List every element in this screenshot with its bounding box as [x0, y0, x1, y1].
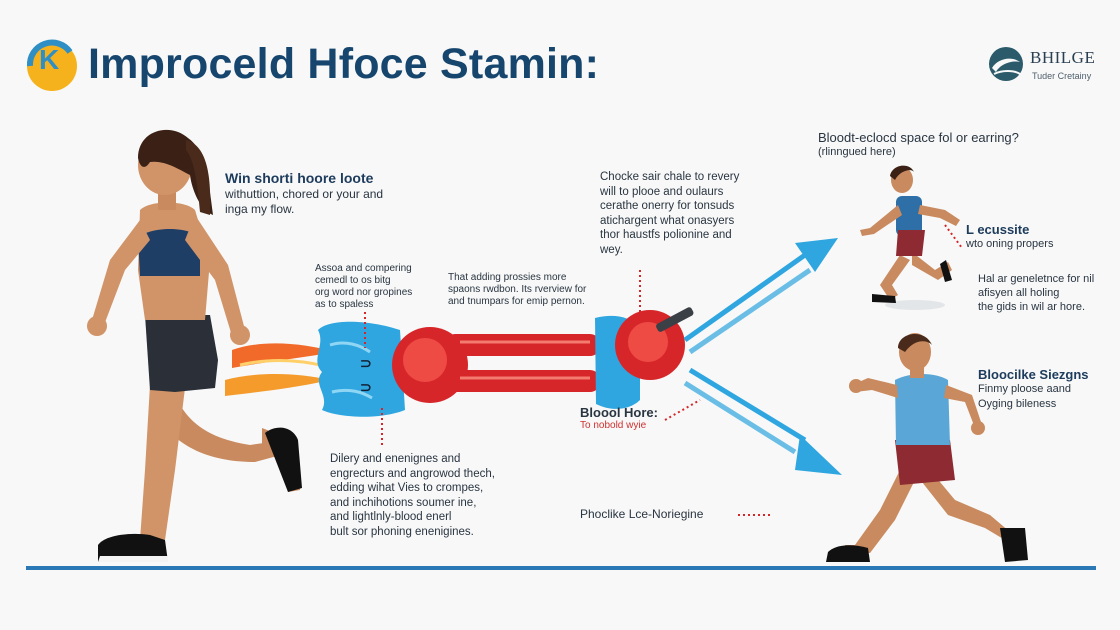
- runner-small-illustration: [860, 165, 960, 310]
- brand-emblem-icon: [989, 47, 1023, 81]
- annotation-line: inga my flow.: [225, 202, 295, 216]
- annotation-line: Assoa and compering: [315, 263, 412, 274]
- annotation-line: withuttion, chored or your and: [225, 187, 384, 201]
- annotation-line: Oyging bileness: [978, 398, 1057, 410]
- annotation-bottom-left: Dilery and enenignes and engrecturs and …: [330, 452, 495, 539]
- airflow-flames: [225, 343, 335, 396]
- runner-woman-illustration: [87, 129, 302, 562]
- annotation-line: atichargent what onasyers: [600, 214, 735, 227]
- annotation-line: org word nor gropines: [315, 287, 413, 298]
- brand-name: BHILGE: [1030, 48, 1096, 67]
- annotation-line: wto oning propers: [966, 238, 1054, 250]
- annotation-line: and inchihotions soumer ine,: [330, 496, 477, 509]
- annotation-line: the gids in wil ar hore.: [978, 301, 1085, 313]
- annotation-right-1: L ecussite wto oning propers: [966, 222, 1053, 252]
- svg-text:⊃: ⊃: [360, 379, 372, 395]
- annotation-line: That adding prossies more: [448, 272, 567, 283]
- leader-lines: [364, 224, 963, 516]
- brand-subtitle: Tuder Cretainy: [1032, 71, 1092, 81]
- svg-text:⊃: ⊃: [360, 355, 372, 371]
- annotation-line: Dilery and enenignes and: [330, 453, 461, 465]
- annotation-bottom-center: Phoclike Lce-Noriegine: [580, 507, 704, 521]
- annotation-line: cerathe onerry for tonsuds: [600, 200, 735, 212]
- annotation-line: Finmy ploose aand: [978, 383, 1071, 395]
- annotation-top-center: Chocke sair chale to revery will to ploo…: [600, 170, 739, 257]
- annotation-heading: Bloocilke Siezgns: [978, 367, 1089, 382]
- annotation-mid-left: Assoa and compering cemedl to os bitg or…: [315, 263, 412, 311]
- annotation-line: bult sor phoning enenigines.: [330, 525, 474, 538]
- blood-cell-mechanism: ⊃ ⊃: [317, 307, 694, 417]
- logo-k-letter: K: [39, 44, 60, 75]
- annotation-line: and tnumpars for emip pernon.: [448, 296, 585, 307]
- annotation-line: Hal ar geneletnce for nil: [978, 273, 1095, 285]
- annotation-line: wey.: [600, 243, 623, 256]
- annotation-mid-center: That adding prossies more spaons rwdbon.…: [448, 272, 586, 308]
- annotation-sub: To nobold wyie: [580, 420, 647, 431]
- annotation-heading: Bloodt-eclocd space fol or earring?: [818, 130, 1019, 145]
- annotation-line: thor haustfs polionine and: [600, 229, 732, 241]
- annotation-line: cemedl to os bitg: [315, 275, 391, 286]
- annotation-line: afisyen all holing: [978, 287, 1060, 299]
- direction-arrows: [683, 238, 842, 475]
- annotation-heading: Bloool Hore:: [580, 405, 658, 420]
- ground-line: [26, 566, 1096, 570]
- runner-man-illustration: [826, 333, 1028, 562]
- annotation-line: edding wihat Vies to crompes,: [330, 482, 484, 494]
- annotation-blood-hore: Bloool Hore: To nobold wyie: [580, 405, 658, 431]
- annotation-heading: Win shorti hoore loote: [225, 170, 374, 186]
- annotation-top-left: Win shorti hoore loote withuttion, chore…: [225, 170, 383, 217]
- annotation-top-right: Bloodt-eclocd space fol or earring? (rli…: [818, 130, 1019, 160]
- page-title: Improceld Hfoce Stamin:: [88, 40, 600, 88]
- logo-k-icon: [26, 39, 77, 91]
- annotation-heading: L ecussite: [966, 222, 1030, 237]
- annotation-line: will to plooe and oulaurs: [600, 185, 724, 198]
- annotation-line: and lightlnly-blood enerl: [330, 511, 452, 523]
- annotation-right-2: Hal ar geneletnce for nil afisyen all ho…: [978, 272, 1094, 314]
- annotation-line: Chocke sair chale to revery: [600, 171, 740, 183]
- annotation-sub: (rlinngued here): [818, 146, 896, 158]
- annotation-line: spaons rwdbon. Its rverview for: [448, 284, 587, 295]
- annotation-line: engrecturs and angrowod thech,: [330, 467, 495, 480]
- annotation-line: as to spaless: [315, 299, 374, 310]
- annotation-right-3: Bloocilke Siezgns Finmy ploose aand Oygi…: [978, 367, 1089, 412]
